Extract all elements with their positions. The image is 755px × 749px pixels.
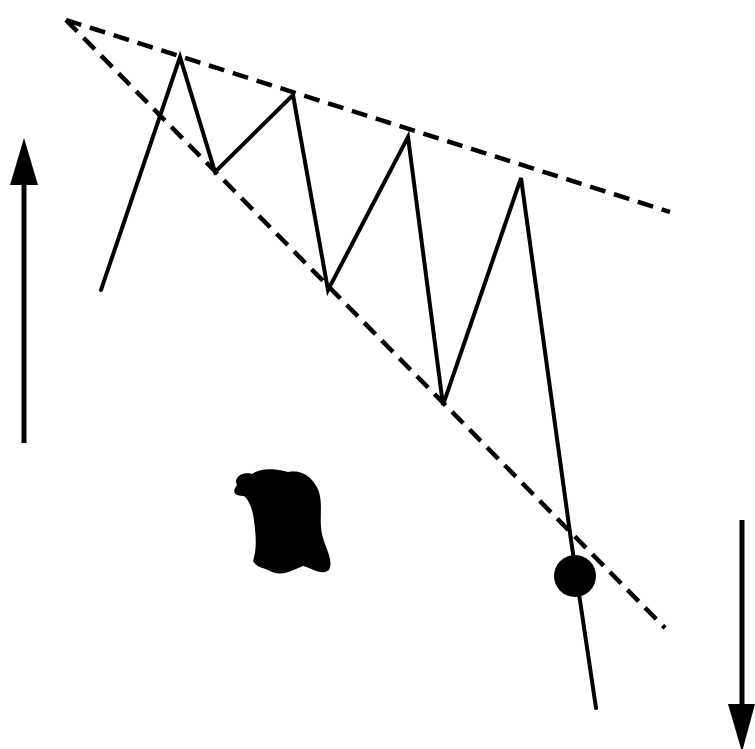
breakout-point: [554, 555, 596, 597]
price-zigzag: [101, 57, 596, 708]
arrow-up-icon: [10, 138, 38, 443]
bear-icon: [234, 469, 330, 573]
lower-trendline: [66, 20, 665, 628]
upper-trendline: [66, 20, 670, 212]
arrow-down-icon: [728, 520, 755, 749]
